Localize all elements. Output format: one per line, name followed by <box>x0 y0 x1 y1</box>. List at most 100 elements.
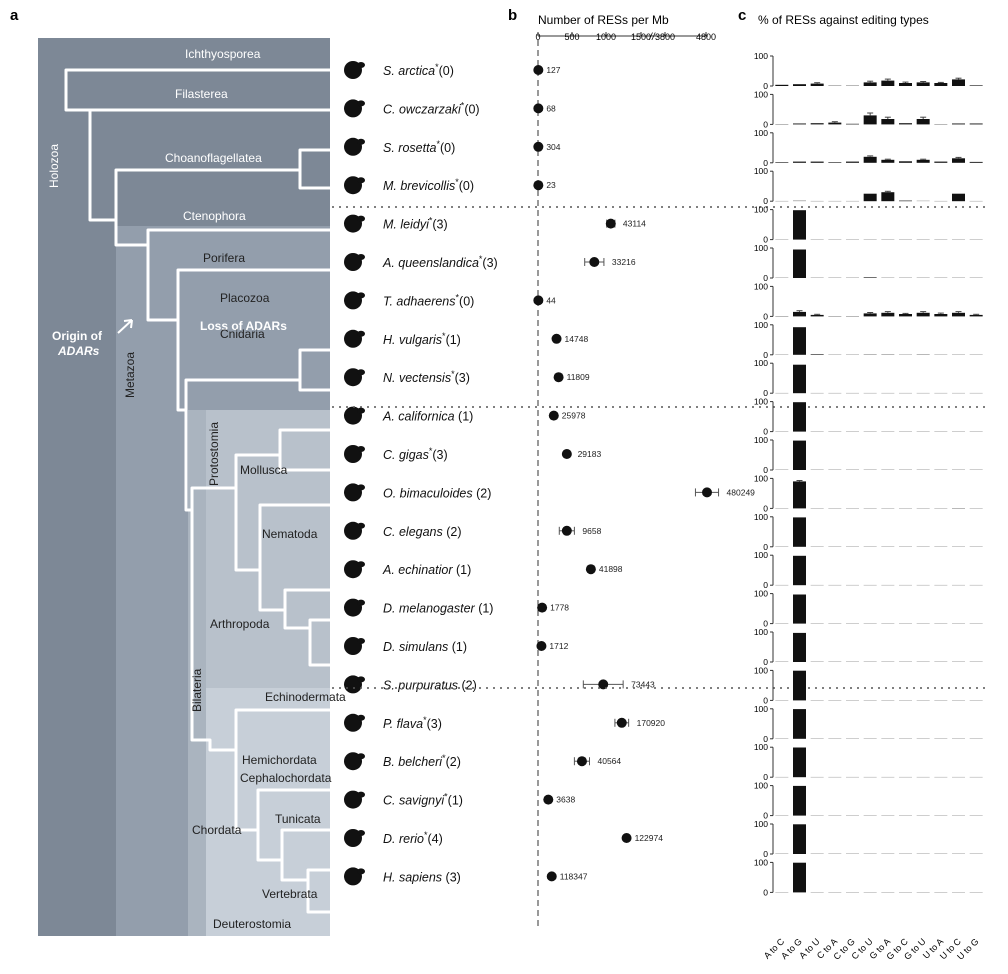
panel-b-value-label: 43114 <box>623 219 646 229</box>
panel-c-row: 1000 <box>754 281 983 321</box>
species-name: A. californica (1) <box>382 410 473 424</box>
panel-b-point <box>561 525 572 536</box>
panel-c-row: 1000 <box>754 205 983 245</box>
group-separators <box>332 206 990 689</box>
panel-label-c: c <box>738 7 746 24</box>
silhouette-icon <box>344 598 365 617</box>
species-name: M. brevicollis*(0) <box>383 177 474 193</box>
holozoa-label: Holozoa <box>47 144 61 188</box>
silhouette-part <box>357 254 365 260</box>
silhouette-part <box>357 753 365 760</box>
species-name: D. simulans (1) <box>383 640 467 654</box>
panel-b-point <box>533 180 544 191</box>
panel-b-value-label: 68 <box>546 103 556 113</box>
panel-b-point <box>702 487 712 498</box>
tree-branches <box>64 68 332 914</box>
silhouette-part <box>357 868 365 875</box>
panel-b-point <box>548 410 559 421</box>
panel-c-y-label: 100 <box>754 589 768 599</box>
panel-c-bar <box>793 440 806 470</box>
panel-b-value-label: 11809 <box>567 372 590 382</box>
panel-c-editing-types: % of RESs against editing types 10001000… <box>754 13 983 962</box>
silhouette-part <box>357 599 365 606</box>
panel-b-value-label: 73443 <box>631 679 655 689</box>
panel-b-title: Number of RESs per Mb <box>538 13 669 27</box>
silhouette-icon <box>344 176 365 195</box>
panel-b-tick-label: 1000 <box>596 32 616 42</box>
panel-b-tick-label: 0 <box>535 32 540 42</box>
panel-c-row: 1000 <box>754 819 983 859</box>
panel-c-y-label: 0 <box>763 657 768 667</box>
panel-c-y-label: 100 <box>754 358 768 368</box>
panel-c-bar <box>899 314 912 317</box>
silhouette-icon <box>344 867 365 886</box>
clade-label-mollusca: Mollusca <box>240 463 288 477</box>
panel-c-bar <box>881 159 895 163</box>
clade-label-nematoda: Nematoda <box>262 527 318 541</box>
panel-c-y-label: 0 <box>763 465 768 475</box>
panel-b-value-label: 3638 <box>556 795 575 805</box>
silhouette-part <box>357 791 365 798</box>
species-name: C. elegans (2) <box>383 525 462 539</box>
panel-c-y-label: 100 <box>754 435 768 445</box>
panel-c-bar <box>810 83 824 86</box>
panel-c-y-label: 0 <box>763 235 768 245</box>
panel-c-bar <box>793 670 806 701</box>
panel-c-bar <box>793 747 806 778</box>
panel-b-point <box>546 871 557 882</box>
panel-c-y-label: 0 <box>763 811 768 821</box>
panel-c-bar <box>863 82 877 86</box>
panel-c-bar <box>793 210 806 240</box>
panel-c-bar <box>810 123 824 125</box>
panel-b-point <box>533 295 544 306</box>
panel-c-bar <box>828 122 842 125</box>
panel-c-y-label: 0 <box>763 388 768 398</box>
panel-c-bar <box>969 85 983 86</box>
silhouette-part <box>357 215 365 222</box>
panel-b-value-label: 118347 <box>560 871 588 881</box>
panel-c-bar <box>846 123 859 125</box>
panel-c-bar <box>793 862 806 893</box>
clade-label-arthropoda: Arthropoda <box>210 617 270 631</box>
origin-arrow <box>117 319 133 334</box>
group-labels: Holozoa Metazoa Bilateria Protostomia Ch… <box>47 144 291 931</box>
panel-c-bar <box>793 249 806 278</box>
species-name: O. bimaculoides (2) <box>383 486 491 500</box>
species-row: D. simulans (1) <box>344 637 467 655</box>
species-row: S. purpuratus (2) <box>344 675 477 694</box>
silhouette-part <box>357 369 365 376</box>
panel-b-point <box>585 564 596 575</box>
species-row: A. queenslandica*(3) <box>344 253 498 271</box>
silhouette-icon <box>344 829 365 847</box>
panel-b-tick-label: 500 <box>564 32 579 42</box>
species-row: M. brevicollis*(0) <box>344 176 474 195</box>
panel-c-rows: 1000100010001000100010001000100010001000… <box>754 51 983 897</box>
panel-c-y-label: 0 <box>763 619 768 629</box>
panel-c-bar <box>916 312 930 317</box>
panel-c-bar <box>810 354 824 355</box>
panel-c-bar <box>810 314 824 317</box>
panel-c-bar <box>863 313 877 317</box>
panel-label-a: a <box>10 7 19 24</box>
panel-c-y-label: 100 <box>754 627 768 637</box>
silhouette-part <box>357 714 365 721</box>
panel-c-bar <box>863 156 877 163</box>
species-row: H. vulgaris*(1) <box>344 329 461 348</box>
panel-c-y-label: 100 <box>754 857 768 867</box>
panel-b-value-label: 33216 <box>612 257 636 267</box>
species-row: M. leidyi*(3) <box>344 214 448 233</box>
panel-c-bar <box>793 327 806 355</box>
protostomia-label: Protostomia <box>207 422 221 486</box>
silhouette-icon <box>344 790 365 809</box>
panel-c-bar <box>899 161 912 163</box>
panel-b-point <box>576 756 587 767</box>
species-name: D. rerio*(4) <box>383 830 443 846</box>
silhouette-icon <box>344 445 365 463</box>
panel-b-value-label: 23 <box>546 180 556 190</box>
silhouette-part <box>357 484 365 491</box>
panel-c-y-label: 100 <box>754 128 768 138</box>
species-name: A. queenslandica*(3) <box>382 254 498 270</box>
panel-b-value-label: 127 <box>546 65 560 75</box>
species-row: D. rerio*(4) <box>344 829 443 847</box>
